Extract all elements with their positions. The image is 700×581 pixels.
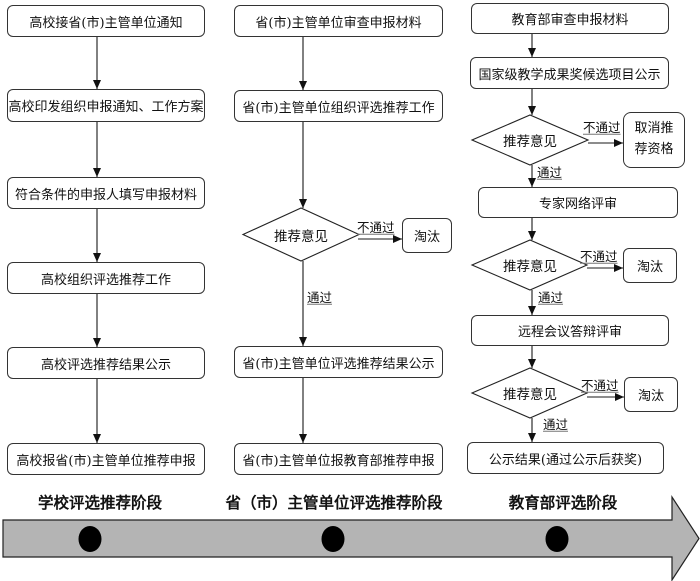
provincial-stage-connectors [299, 37, 402, 443]
timeline [2, 494, 700, 581]
decision-label: 推荐意见 [274, 229, 328, 245]
process-step: 高校评选推荐结果公示 [7, 347, 205, 379]
step-label: 远程会议答辩评审 [517, 325, 622, 340]
step-label: 专家网络评审 [538, 197, 617, 212]
reject-result: 淘汰 [402, 218, 452, 253]
step-label: 省(市)主管单位审查申报材料 [255, 15, 422, 31]
timeline-dot-ministry [545, 526, 569, 552]
decision-diamond [241, 207, 361, 262]
process-step: 省(市)主管单位审查申报材料 [234, 5, 443, 37]
process-step: 省(市)主管单位组织评选推荐工作 [234, 90, 443, 122]
step-label: 省(市)主管单位报教育部推荐申报 [242, 453, 435, 469]
decision-diamond [470, 114, 590, 166]
decision-label: 推荐意见 [503, 259, 557, 275]
process-step: 高校接省(市)主管单位通知 [7, 5, 205, 37]
process-step: 教育部审查申报材料 [471, 3, 669, 34]
process-step: 远程会议答辩评审 [471, 315, 669, 346]
decision-diamonds [241, 114, 590, 419]
pass-edge-label: 通过 [537, 164, 563, 180]
ministry-stage-connectors [528, 34, 624, 442]
decision-diamond [470, 367, 589, 419]
step-label: 公示结果(通过公示后获奖) [488, 452, 643, 468]
process-step: 高校报省(市)主管单位推荐申报 [7, 443, 205, 475]
decision-label: 推荐意见 [503, 387, 557, 403]
stage-label-ministry: 教育部评选阶段 [508, 494, 618, 512]
stage-label-school: 学校评选推荐阶段 [37, 494, 163, 512]
step-label: 省(市)主管单位组织评选推荐工作 [242, 100, 435, 116]
process-step: 专家网络评审 [478, 187, 678, 218]
step-label: 教育部审查申报材料 [511, 13, 629, 28]
timeline-dot-school [78, 526, 102, 552]
process-step: 公示结果(通过公示后获奖) [467, 442, 664, 474]
reject-result: 淘汰 [624, 377, 678, 412]
decision-diamond [470, 239, 589, 291]
timeline-dot-provincial [321, 526, 345, 552]
pass-edge-label: 通过 [538, 289, 564, 305]
fail-edge-label: 不通过 [581, 377, 619, 393]
step-label: 高校印发组织申报通知、工作方案 [8, 100, 204, 115]
fail-edge-label: 不通过 [583, 119, 621, 135]
pass-edge-label: 通过 [543, 416, 569, 432]
timeline-arrow [2, 494, 700, 581]
fail-edge-label: 不通过 [580, 248, 618, 264]
reject-result: 取消推荐资格 [623, 112, 685, 168]
process-step: 国家级教学成果奖候选项目公示 [470, 57, 669, 89]
fail-edge-label: 不通过 [357, 219, 395, 235]
reject-result: 淘汰 [623, 248, 677, 283]
step-label: 高校报省(市)主管单位推荐申报 [16, 453, 196, 469]
step-label: 符合条件的申报人填写申报材料 [14, 187, 197, 203]
step-label: 高校组织评选推荐工作 [40, 272, 171, 288]
step-label: 高校接省(市)主管单位通知 [29, 15, 183, 31]
process-step: 高校组织评选推荐工作 [7, 262, 205, 294]
stage-label-provincial: 省（市）主管单位评选推荐阶段 [225, 494, 443, 512]
decision-label: 推荐意见 [503, 134, 557, 150]
result-label: 取消推荐资格 [634, 121, 674, 157]
result-label: 淘汰 [636, 260, 663, 275]
step-label: 高校评选推荐结果公示 [40, 357, 171, 373]
step-label: 国家级教学成果奖候选项目公示 [478, 67, 661, 83]
process-step: 符合条件的申报人填写申报材料 [7, 177, 205, 209]
result-label: 淘汰 [413, 230, 440, 245]
process-step: 省(市)主管单位评选推荐结果公示 [234, 346, 443, 378]
process-step: 高校印发组织申报通知、工作方案 [7, 89, 205, 122]
result-label: 淘汰 [637, 389, 664, 404]
step-label: 省(市)主管单位评选推荐结果公示 [242, 356, 435, 372]
pass-edge-label: 通过 [307, 289, 333, 305]
process-step: 省(市)主管单位报教育部推荐申报 [234, 443, 443, 475]
